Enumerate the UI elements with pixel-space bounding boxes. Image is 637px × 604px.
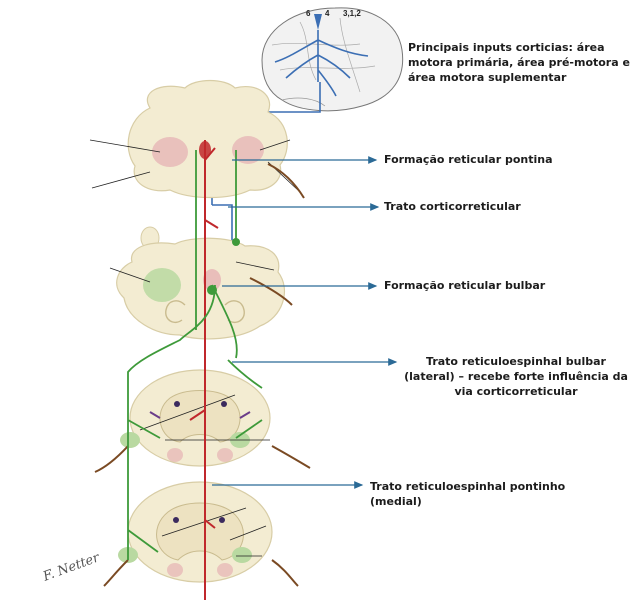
label-pontine-formation: Formação reticular pontina: [384, 152, 624, 167]
label-corticoreticular-tract: Trato corticorreticular: [384, 199, 624, 214]
bulbar-nucleus-left: [143, 268, 181, 302]
label-pontine-tract: Trato reticuloespinhal pontinho (medial): [370, 479, 590, 509]
label-bulbar-tract: Trato reticuloespinhal bulbar (lateral) …: [402, 354, 630, 399]
label-cortical-inputs: Principais inputs corticias: área motora…: [408, 40, 634, 85]
spinal-cord-lower-segment: [118, 482, 272, 582]
brain-area-number-6: 6: [306, 9, 311, 18]
label-bulbar-formation: Formação reticular bulbar: [384, 278, 624, 293]
pons-section: [90, 81, 300, 198]
pontine-nucleus-left: [152, 137, 188, 167]
brain-area-number-3-1-2: 3,1,2: [343, 9, 361, 18]
spinal-cord-upper-segment: [120, 370, 270, 466]
brain-illustration: 6 4 3,1,2: [262, 8, 403, 111]
brain-area-number-4: 4: [325, 9, 330, 18]
medulla-section: [110, 238, 284, 339]
